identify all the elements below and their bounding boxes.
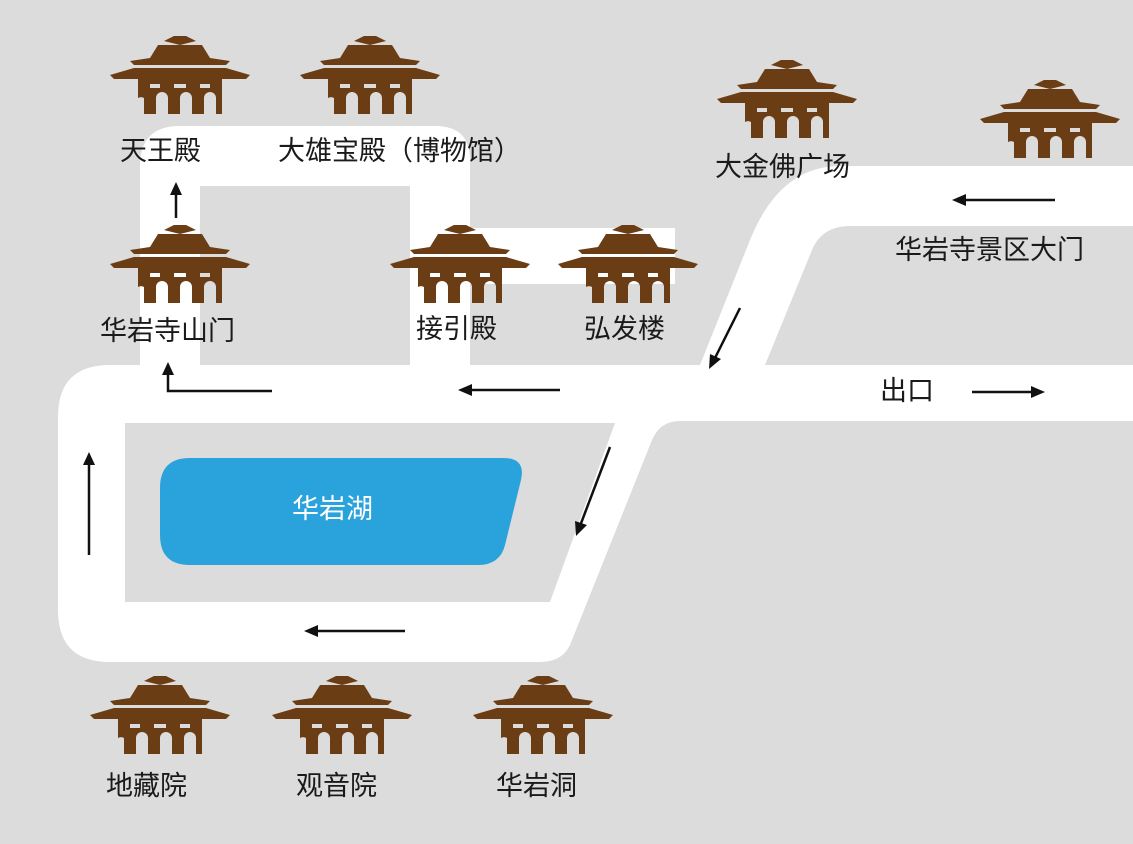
label-scenic-main-gate: 华岩寺景区大门	[895, 235, 1084, 266]
direction-arrows	[83, 182, 1055, 637]
temple-icon	[980, 80, 1120, 158]
temple-icon	[110, 225, 250, 303]
arrow-icon	[170, 182, 182, 218]
label-huayan-lake: 华岩湖	[292, 494, 373, 525]
arrow-icon	[952, 194, 1055, 206]
temple-icon	[473, 676, 613, 754]
label-hongfa-building: 弘发楼	[584, 314, 665, 345]
label-daxiong-hall: 大雄宝殿（博物馆）	[278, 136, 521, 167]
temple-icon	[272, 676, 412, 754]
arrow-icon	[304, 625, 405, 637]
label-huayan-cave: 华岩洞	[496, 771, 577, 802]
arrow-icon	[972, 386, 1045, 398]
arrow-icon	[83, 452, 95, 555]
road-to-main-gate	[700, 166, 1133, 365]
temple-icon	[300, 36, 440, 114]
arrow-icon	[162, 362, 272, 393]
arrow-icon	[458, 384, 560, 396]
temple-icon	[110, 36, 250, 114]
temple-icon	[90, 676, 230, 754]
label-exit: 出口	[880, 376, 934, 407]
label-tianwang-hall: 天王殿	[120, 136, 201, 167]
label-jieyin-hall: 接引殿	[416, 314, 497, 345]
roads	[58, 126, 1133, 662]
arrow-icon	[575, 446, 612, 536]
road-main-loop	[58, 365, 1133, 662]
label-guanyin-courtyard: 观音院	[296, 771, 377, 802]
temple-icon	[717, 60, 857, 138]
road-upper-loop	[140, 126, 675, 365]
label-dizang-courtyard: 地藏院	[106, 771, 187, 802]
arrow-icon	[709, 307, 742, 369]
lake-huayan	[160, 458, 522, 565]
label-dajinfo-square: 大金佛广场	[715, 152, 850, 183]
label-shanmen-gate: 华岩寺山门	[100, 316, 235, 347]
